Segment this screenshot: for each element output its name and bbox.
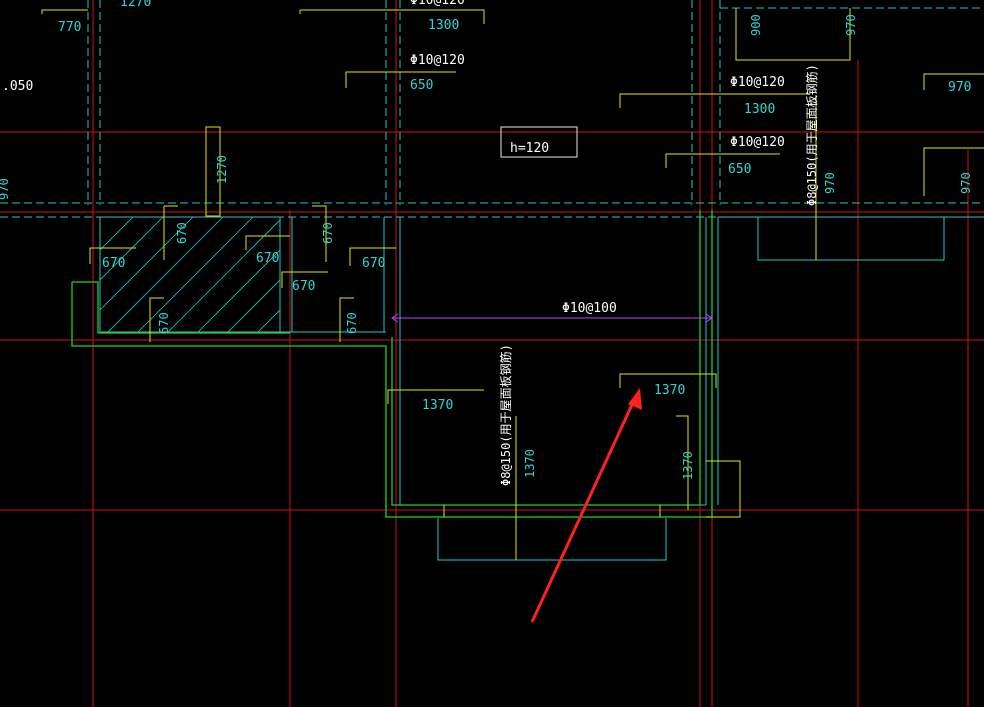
rebar-vert-right: Φ8@150(用于屋面板钢筋) <box>804 64 819 206</box>
dim-1300: 1300 <box>744 102 775 117</box>
dim-670-g: 670 <box>157 312 171 334</box>
rebar-vert-mid: Φ8@150(用于屋面板钢筋) <box>498 344 513 486</box>
dim-1370-a: 1370 <box>422 398 453 413</box>
dim-670-f: 670 <box>292 279 315 294</box>
dimension-brackets <box>41 8 984 560</box>
dim-1370-c: 1370 <box>523 449 537 478</box>
white-frames <box>500 126 578 158</box>
dim-1270: 1270 <box>215 155 229 184</box>
elevation-label: .050 <box>2 79 33 94</box>
dim-770: 770 <box>58 20 81 35</box>
rebar-bottom: Φ10@100 <box>562 301 617 316</box>
dim-970-left: 970 <box>0 178 11 200</box>
dim-650b: 650 <box>728 162 751 177</box>
dimension-labels: 770 1270 1300 Φ10@120 .050 Φ10@120 650 Φ… <box>2 0 971 413</box>
dim-670-e: 670 <box>362 256 385 271</box>
dim-970-r3: 970 <box>959 172 973 194</box>
dim-1300-top: 1300 <box>428 18 459 33</box>
rebar-650b: Φ10@120 <box>730 135 785 150</box>
dim-970-r1: 970 <box>948 80 971 95</box>
green-outlines <box>71 210 713 518</box>
slab-thickness-label: h=120 <box>510 141 549 156</box>
rebar-1300: Φ10@120 <box>730 75 785 90</box>
rebar-650a: Φ10@120 <box>410 53 465 68</box>
rebar-top: Φ10@120 <box>410 0 465 8</box>
dim-670-d: 670 <box>321 222 335 244</box>
vertical-labels: 900 970 1270 Φ8@150(用于屋面板钢筋) 970 970 970… <box>0 14 973 486</box>
red-arrow-annotation <box>530 388 642 623</box>
dim-670-b: 670 <box>175 222 189 244</box>
dim-970-tr: 970 <box>844 14 858 36</box>
dim-670-h: 670 <box>345 312 359 334</box>
dim-670-c: 670 <box>256 251 279 266</box>
rebar-line-bottom <box>391 313 713 323</box>
hatched-region <box>99 216 281 333</box>
dim-900: 900 <box>749 14 763 36</box>
dim-1370-b: 1370 <box>654 383 685 398</box>
dim-1270-top: 1270 <box>120 0 151 10</box>
dim-670-a: 670 <box>102 256 125 271</box>
dim-650a: 650 <box>410 78 433 93</box>
dim-1370-d: 1370 <box>681 451 695 480</box>
dim-970-r2: 970 <box>823 172 837 194</box>
